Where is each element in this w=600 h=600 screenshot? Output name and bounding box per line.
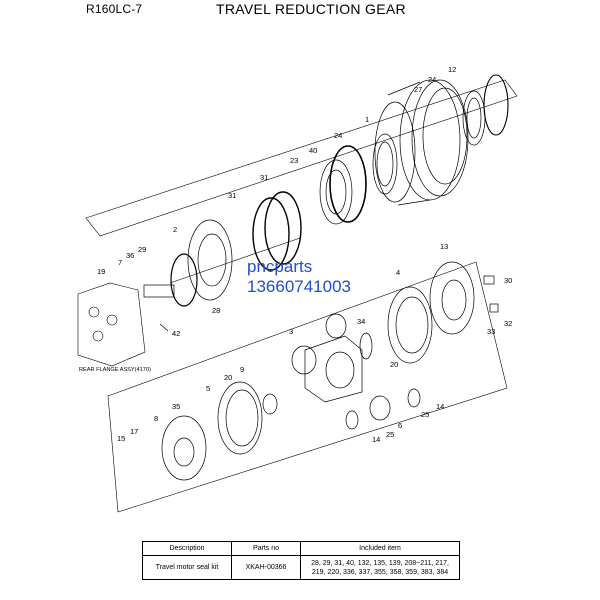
ring-12 (483, 74, 509, 136)
thrust-washer-25 (407, 388, 421, 408)
callout-31-b: 31 (228, 191, 236, 200)
shaft-19 (143, 284, 175, 298)
cover-13 (429, 261, 475, 335)
callout-34: 34 (357, 317, 365, 326)
watermark-line1: pncparts (247, 257, 312, 276)
callout-2: 2 (173, 225, 177, 234)
gear-6 (369, 395, 391, 421)
washer-9 (262, 393, 278, 415)
callout-19: 19 (97, 267, 105, 276)
bearing-24 (372, 133, 398, 195)
callout-36: 36 (126, 251, 134, 260)
rear-flange-assembly (77, 282, 146, 367)
callout-15: 15 (117, 434, 125, 443)
callout-17: 17 (130, 427, 138, 436)
pin-33 (489, 303, 499, 313)
header-description: Description (142, 541, 232, 556)
lower-frame (107, 261, 508, 513)
callout-33: 33 (487, 327, 495, 336)
callout-24: 24 (334, 131, 342, 140)
housing-1 (411, 79, 469, 197)
hub-group (143, 74, 509, 332)
callout-7: 7 (118, 258, 122, 267)
drive-gear-8 (161, 415, 207, 481)
washer-34 (359, 332, 373, 360)
callout-14-left: 14 (372, 435, 380, 444)
model-number: R160LC-7 (86, 2, 143, 16)
callout-40: 40 (309, 146, 317, 155)
callout-23: 23 (290, 156, 298, 165)
gear-34 (325, 313, 347, 339)
callout-29: 29 (138, 245, 146, 254)
carrier-3 (304, 335, 363, 403)
callout-20-right: 20 (390, 360, 398, 369)
planetary-group (161, 261, 499, 481)
seal-40 (329, 145, 367, 223)
header-parts-no: Parts no (231, 541, 301, 556)
ring-gear-5 (217, 381, 263, 455)
header-included-item: Included item (300, 541, 460, 556)
callout-25-right: 25 (421, 410, 429, 419)
watermark-line2: 13660741003 (247, 277, 351, 296)
cover-2 (187, 219, 233, 301)
bolt-30 (483, 275, 495, 285)
callout-12: 12 (448, 65, 456, 74)
upper-frame (85, 79, 518, 237)
floating-seal-23 (319, 159, 353, 225)
callout-28: 28 (212, 306, 220, 315)
o-ring-31b (252, 197, 290, 271)
callout-31-a: 31 (260, 173, 268, 182)
callout-9: 9 (240, 365, 244, 374)
included-line-1: 28, 29, 31, 40, 132, 135, 139, 208~211, … (311, 559, 449, 567)
o-ring-31a (264, 191, 302, 265)
o-ring-28 (170, 253, 198, 307)
callout-13: 13 (440, 242, 448, 251)
callout-27: 27 (414, 85, 422, 94)
callout-24-top: 24 (428, 75, 436, 84)
page-title: TRAVEL REDUCTION GEAR (216, 1, 406, 17)
callout-3: 3 (289, 327, 293, 336)
callout-35: 35 (172, 402, 180, 411)
kit-part-no: XKAH-00366 (231, 555, 301, 580)
thrust-washer-14 (345, 410, 359, 430)
callout-42: 42 (172, 329, 180, 338)
assembly-label: REAR FLANGE ASSY(4170) (79, 367, 151, 373)
callout-32: 32 (504, 319, 512, 328)
kit-included-items: 28, 29, 31, 40, 132, 135, 139, 208~211, … (300, 555, 460, 580)
callout-20-left: 20 (224, 373, 232, 382)
callout-4: 4 (396, 268, 400, 277)
callout-14-right: 14 (436, 402, 444, 411)
callout-5: 5 (206, 384, 210, 393)
callout-6: 6 (398, 421, 402, 430)
sun-gear-3 (291, 345, 317, 375)
callout-1: 1 (365, 115, 369, 124)
seal-kit-table: Description Parts no Included item Trave… (142, 541, 460, 580)
callout-8: 8 (154, 414, 158, 423)
ring-gear-4 (387, 286, 433, 364)
callout-25-left: 25 (386, 430, 394, 439)
table-row: Travel motor seal kit XKAH-00366 28, 29,… (142, 555, 460, 580)
kit-description: Travel motor seal kit (142, 555, 232, 580)
part-callouts: 12 24 27 1 24 40 23 31 31 2 29 36 7 19 2… (97, 65, 512, 444)
callout-30: 30 (504, 276, 512, 285)
included-line-2: 219, 220, 336, 337, 355, 358, 359, 383, … (311, 568, 449, 576)
flange-link-line (169, 237, 301, 284)
